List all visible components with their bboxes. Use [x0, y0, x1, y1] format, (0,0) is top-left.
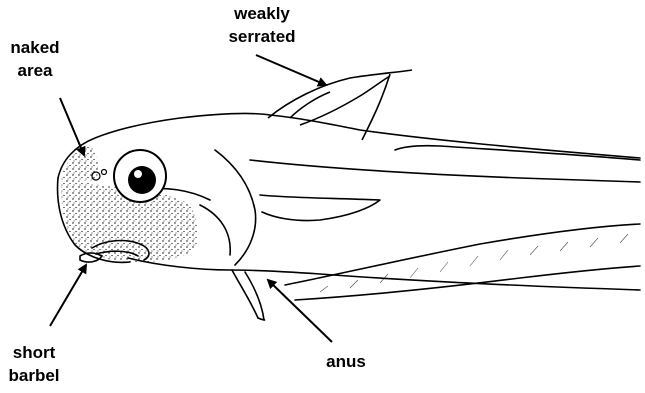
label-anus: anus — [316, 350, 376, 373]
eye — [114, 150, 166, 202]
lateral-line — [250, 160, 640, 182]
label-naked-area: naked area — [2, 36, 68, 82]
arrow-anus — [268, 280, 332, 342]
arrow-naked-area — [60, 98, 84, 155]
arrow-weakly-serrated — [256, 55, 326, 85]
label-weakly-serrated: weakly serrated — [212, 2, 312, 48]
ventral-contour — [128, 258, 640, 290]
first-dorsal-fin — [268, 70, 412, 140]
label-short-barbel: short barbel — [2, 341, 66, 387]
arrow-short-barbel — [50, 265, 86, 326]
